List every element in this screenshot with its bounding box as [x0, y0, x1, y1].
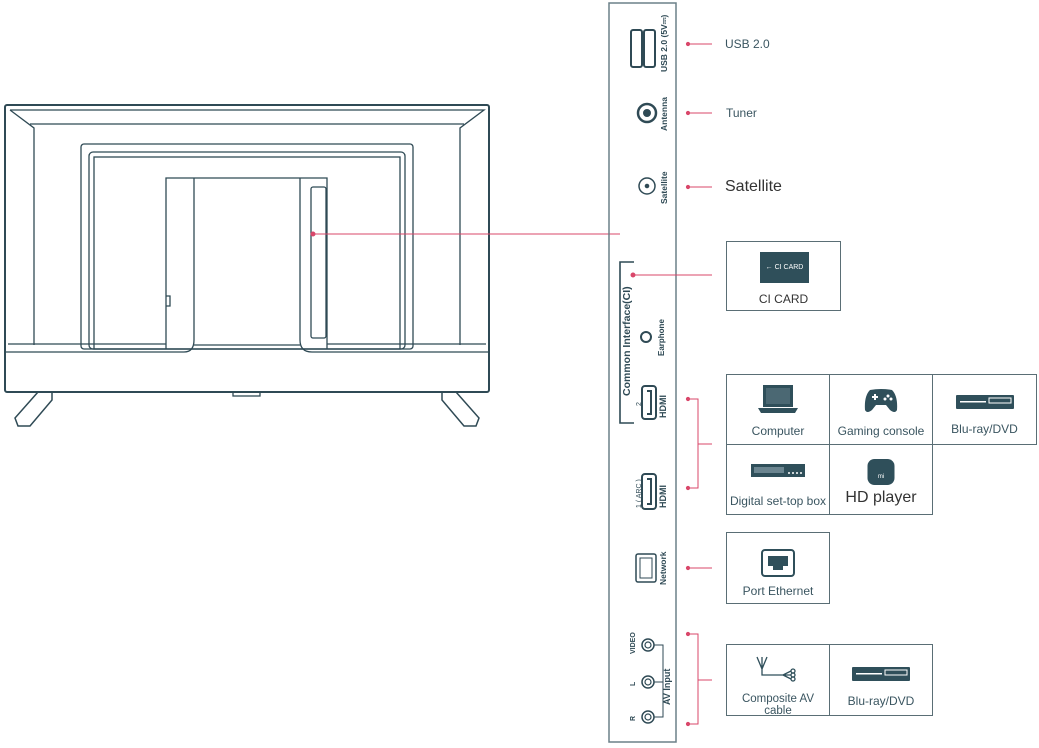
- callout-lines: [630, 41, 712, 727]
- mi-box-icon: mi: [867, 459, 895, 485]
- ci-card-box: ← CI CARD CI CARD: [726, 241, 841, 311]
- device-port-ethernet: Port Ethernet: [726, 532, 830, 604]
- hdmi2-number: 2: [636, 402, 643, 406]
- av-cable-icon: [756, 656, 796, 682]
- gamepad-icon: [864, 389, 898, 412]
- usb-port-label: USB 2.0 (5V⎓): [659, 14, 669, 72]
- usb-description: USB 2.0: [725, 37, 770, 51]
- ci-slot-label: Common Interface(CI): [621, 286, 633, 396]
- tv-back-drawing: [4, 104, 490, 427]
- hdmi2-label: HDMI: [658, 395, 668, 418]
- device-set-top-box: Digital set-top box: [726, 444, 830, 515]
- satellite-port-label: Satellite: [659, 171, 669, 204]
- video-jack-label: VIDEO: [630, 632, 637, 654]
- device-hd-player: mi HD player: [829, 444, 933, 515]
- side-panel: [608, 2, 677, 743]
- av-input-label: AV Input: [662, 668, 672, 705]
- device-gaming-console: Gaming console: [829, 374, 933, 445]
- hdmi1-number: 1 ( ARC ): [636, 479, 643, 508]
- antenna-port-label: Antenna: [659, 97, 669, 131]
- device-bluray: Blu-ray/DVD: [932, 374, 1037, 445]
- l-jack-label: L: [630, 681, 637, 686]
- earphone-port-label: Earphone: [657, 319, 666, 356]
- tuner-description: Tuner: [726, 106, 757, 120]
- network-port-label: Network: [658, 551, 668, 585]
- tv-pointer-line: [310, 231, 620, 237]
- ci-card-icon: ← CI CARD: [760, 252, 809, 283]
- ci-card-caption: CI CARD: [758, 292, 809, 306]
- port-icons: [619, 29, 664, 724]
- satellite-description: Satellite: [725, 178, 782, 195]
- laptop-icon: [758, 385, 798, 413]
- device-bluray-av: Blu-ray/DVD: [829, 644, 933, 716]
- bluray-player-icon: [955, 395, 1014, 409]
- r-jack-label: R: [630, 715, 637, 721]
- device-computer: Computer: [726, 374, 830, 445]
- hdmi1-label: HDMI: [658, 485, 668, 508]
- device-composite-av-cable: Composite AV cable: [726, 644, 830, 717]
- ethernet-port-icon: [761, 549, 795, 577]
- set-top-box-icon: [751, 464, 805, 477]
- bluray-player-icon: [852, 667, 910, 681]
